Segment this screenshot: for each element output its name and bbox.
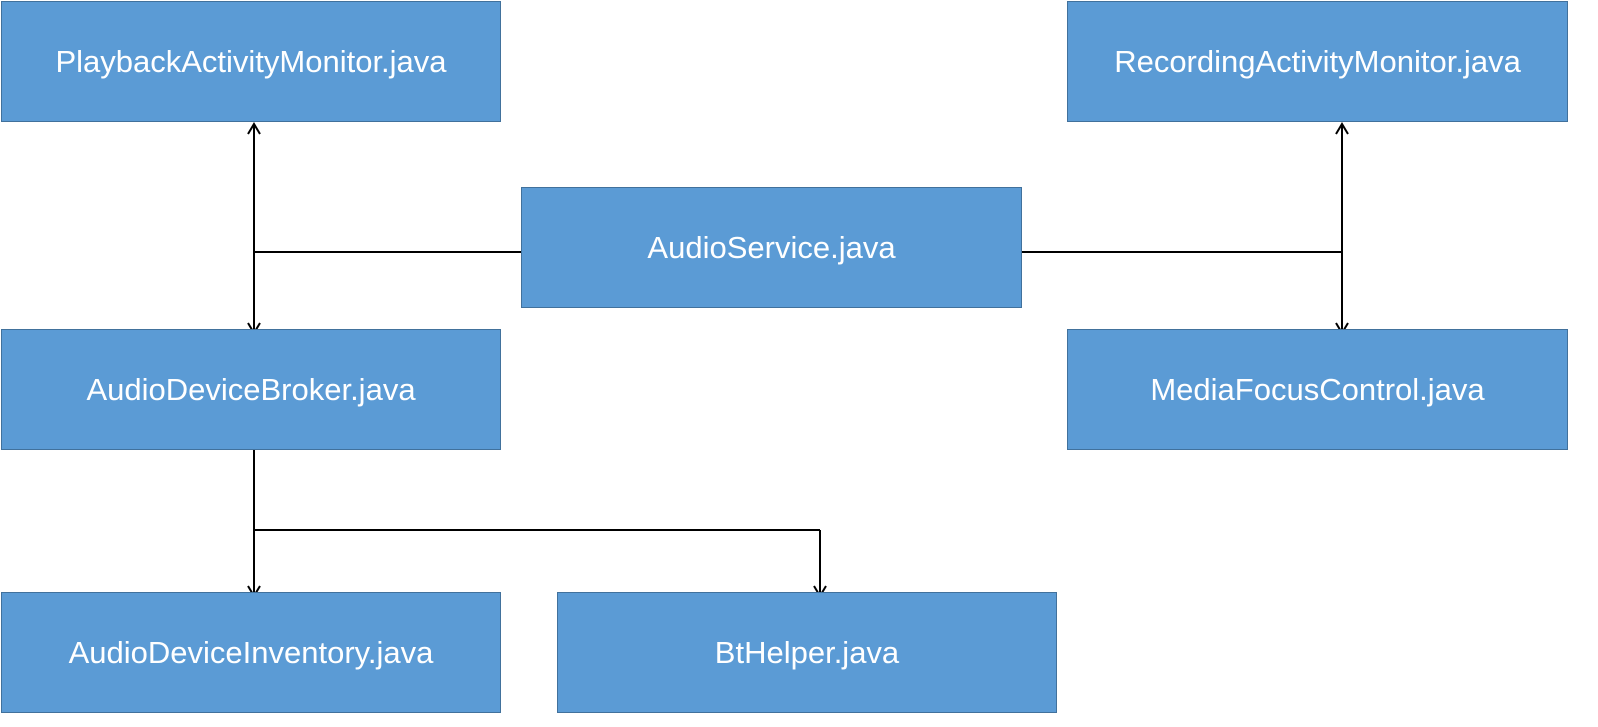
node-audio-service: AudioService.java [521, 187, 1022, 308]
node-audio-device-broker: AudioDeviceBroker.java [1, 329, 501, 450]
node-label: AudioService.java [647, 229, 896, 265]
node-label: RecordingActivityMonitor.java [1114, 43, 1521, 79]
node-label: AudioDeviceInventory.java [68, 634, 434, 670]
node-label: PlaybackActivityMonitor.java [55, 43, 447, 79]
node-playback-activity-monitor: PlaybackActivityMonitor.java [1, 1, 501, 122]
node-label: BtHelper.java [714, 634, 900, 670]
node-recording-activity-monitor: RecordingActivityMonitor.java [1067, 1, 1568, 122]
node-media-focus-control: MediaFocusControl.java [1067, 329, 1568, 450]
node-bt-helper: BtHelper.java [557, 592, 1057, 713]
node-audio-device-inventory: AudioDeviceInventory.java [1, 592, 501, 713]
node-label: AudioDeviceBroker.java [86, 371, 416, 407]
node-label: MediaFocusControl.java [1150, 371, 1485, 407]
